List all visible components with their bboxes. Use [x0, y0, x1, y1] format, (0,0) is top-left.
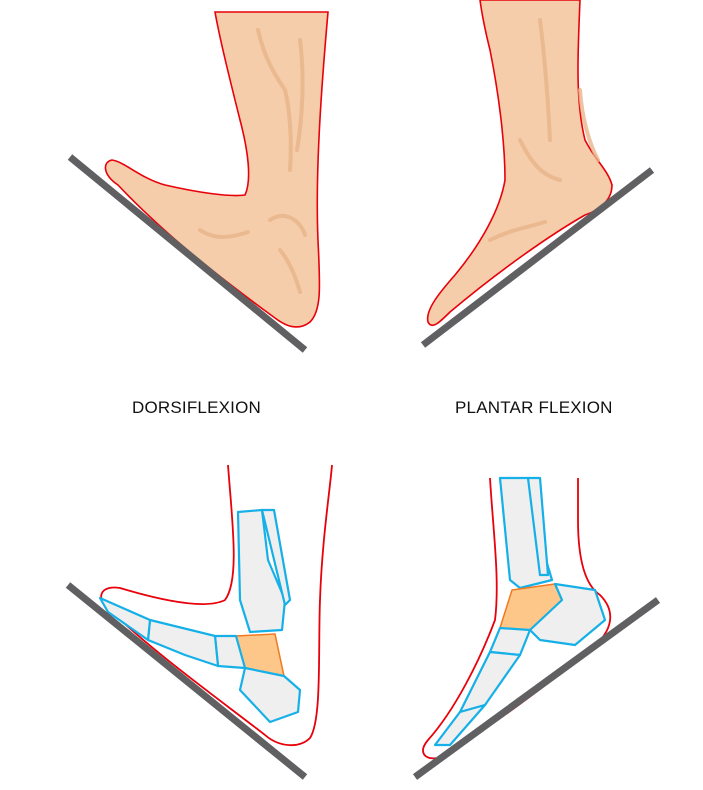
calcaneus-bone-pf [528, 582, 607, 647]
fibula-bone-pf [526, 476, 550, 577]
plantar-flexion-board [420, 167, 655, 348]
phalanges [98, 596, 152, 642]
plantar-flexion-foot-illustration [420, 0, 655, 348]
dorsiflexion-skeleton-board [65, 582, 308, 780]
dorsiflexion-foot-skin [104, 11, 329, 328]
dorsiflexion-label: DORSIFLEXION [132, 398, 261, 417]
dorsiflexion-board [67, 154, 308, 353]
calcaneus-bone [238, 666, 302, 724]
plantar-flexion-skeleton-board [412, 597, 661, 780]
phalanges-pf [433, 703, 487, 747]
dorsiflexion-foot-illustration [67, 11, 329, 353]
dorsiflexion-skeleton-illustration [65, 464, 333, 780]
plantar-flexion-skeleton-illustration [412, 476, 661, 780]
plantar-flexion-foot-skin [426, 0, 613, 327]
fibula-bone [260, 508, 292, 607]
plantar-flexion-label: PLANTAR FLEXION [455, 398, 613, 417]
